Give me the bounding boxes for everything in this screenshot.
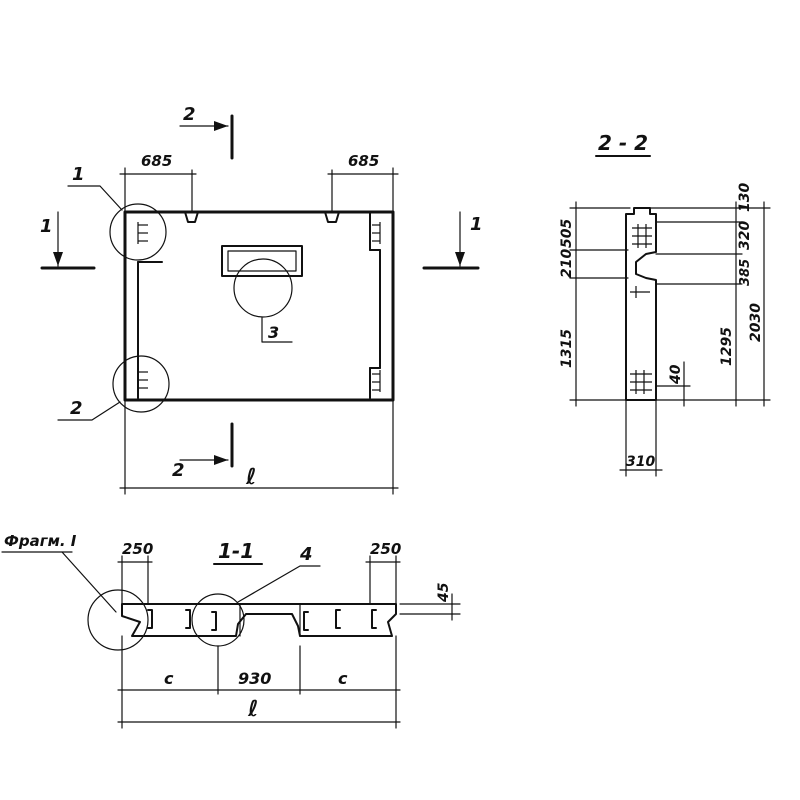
- plan-anchor-right-bottom: [372, 370, 381, 392]
- plan-panel-outline: [123, 210, 395, 402]
- section-1-1-anchors: [147, 609, 377, 631]
- section-2-2-dim-1315: 1315: [559, 329, 575, 368]
- section-2-2-dim-2030: 2030: [748, 303, 764, 342]
- section-1-1-dim-930: 930: [238, 669, 271, 688]
- section-2-2-anchor-top: [632, 224, 652, 248]
- section-2-2-title: 2 - 2: [598, 131, 648, 155]
- plan-section-1-right-label: 1: [470, 214, 483, 235]
- section-2-2-dim-40: 40: [668, 364, 684, 385]
- section-2-2: 2 - 2 505 210 1315: [559, 131, 771, 477]
- plan-embedded-plate: [221, 245, 303, 277]
- section-1-1-title: 1-1: [218, 539, 254, 563]
- section-2-2-dim-505: 505: [559, 219, 575, 248]
- plan-callout-2: 2: [70, 398, 83, 419]
- plan-view: 1 2 3 685 685 ℓ 2 2 1: [40, 104, 483, 495]
- section-1-1-callout-4: 4: [299, 544, 313, 565]
- plan-section-2-top-label: 2: [183, 104, 196, 125]
- plan-anchor-left-top: [137, 222, 148, 244]
- section-1-1-dim-250-right: 250: [370, 540, 401, 558]
- plan-anchor-right-top: [372, 222, 381, 244]
- plan-detail-circle-3: [233, 258, 293, 318]
- section-1-1-fragment-circle: [87, 589, 149, 651]
- plan-section-1-left-label: 1: [40, 216, 53, 237]
- section-1-1-dim-c-left: c: [164, 669, 174, 688]
- section-1-1-detail-circle-4: [191, 593, 245, 647]
- section-1-1-leader-4: [237, 565, 321, 603]
- plan-leader-2: [57, 401, 121, 421]
- section-2-2-dim-310: 310: [626, 454, 655, 470]
- plan-callout-3: 3: [268, 323, 279, 342]
- section-2-2-dim-320: 320: [737, 221, 753, 250]
- section-1-1-fragment-leader: [61, 551, 117, 613]
- plan-leader-3: [261, 317, 293, 343]
- section-2-2-dim-210: 210: [559, 249, 575, 278]
- plan-detail-circle-1: [109, 203, 167, 261]
- section-1-1-dim-c-right: c: [338, 669, 348, 688]
- section-2-2-dim-1295: 1295: [719, 327, 735, 366]
- plan-dim-left: 685: [141, 152, 172, 170]
- section-1-1: 1-1 Фрагм. I 4 250 250: [1, 532, 461, 729]
- section-1-1-dim-45: 45: [436, 582, 452, 603]
- section-1-1-dim-length: ℓ: [247, 697, 258, 722]
- plan-notch-right: [324, 211, 340, 223]
- plan-anchor-left-bottom: [137, 368, 148, 390]
- plan-dim-right: 685: [348, 152, 379, 170]
- section-1-1-fragment-label: Фрагм. I: [4, 532, 77, 550]
- plan-embedded-plate-inner: [227, 250, 297, 272]
- plan-detail-circle-2: [112, 355, 170, 413]
- plan-notch-left: [184, 211, 199, 223]
- plan-section-2-bottom-label: 2: [172, 460, 185, 481]
- section-2-2-profile: [625, 207, 657, 401]
- section-2-2-anchor-mid: [630, 286, 650, 298]
- section-2-2-anchor-bottom: [630, 370, 652, 394]
- section-2-2-dim-130: 130: [737, 183, 753, 212]
- section-2-2-dim-385: 385: [738, 259, 753, 286]
- plan-callout-1: 1: [72, 164, 85, 185]
- section-1-1-dim-250-left: 250: [122, 540, 153, 558]
- plan-leader-1: [67, 185, 123, 211]
- plan-dim-length: ℓ: [245, 465, 256, 490]
- section-1-1-profile: [121, 603, 397, 637]
